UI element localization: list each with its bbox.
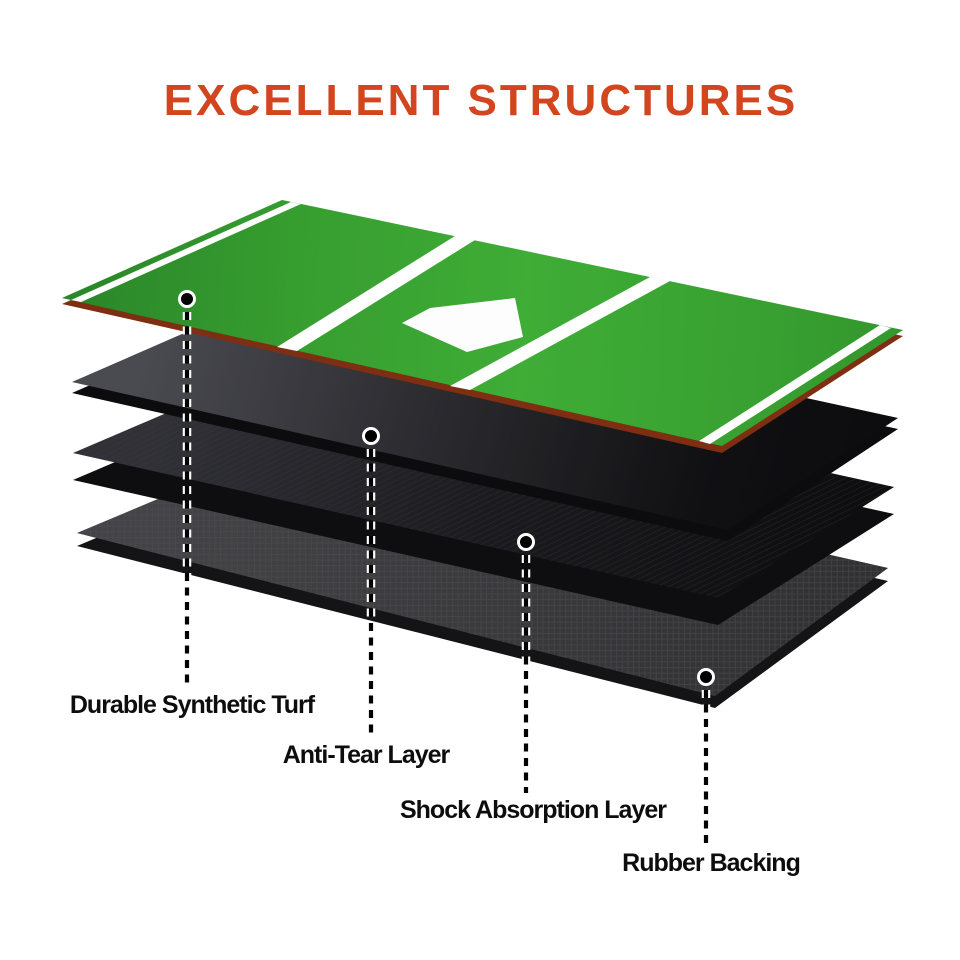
- callout-dot-turf: [178, 290, 196, 308]
- turf-left-edge-stripe: [71, 202, 301, 302]
- callout-dot-rubber: [697, 668, 715, 686]
- label-durable-synthetic-turf: Durable Synthetic Turf: [70, 691, 316, 719]
- label-shock-absorption-layer: Shock Absorption Layer: [400, 796, 667, 824]
- callout-labels: Durable Synthetic Turf Anti-Tear Layer S…: [70, 691, 801, 877]
- turf-batter-line-right: [450, 277, 670, 390]
- label-anti-tear-layer: Anti-Tear Layer: [283, 741, 451, 769]
- turf-batter-line-left: [277, 236, 475, 351]
- callout-dots: [178, 290, 715, 686]
- home-plate: [402, 298, 523, 352]
- callout-lines: [182, 312, 711, 845]
- page-title: EXCELLENT STRUCTURES: [164, 76, 798, 125]
- callout-dot-shock: [517, 533, 535, 551]
- turf-layer: [62, 200, 903, 453]
- callout-dot-anti-tear: [362, 427, 380, 445]
- turf-right-edge-stripe: [699, 325, 891, 444]
- label-rubber-backing: Rubber Backing: [622, 849, 800, 877]
